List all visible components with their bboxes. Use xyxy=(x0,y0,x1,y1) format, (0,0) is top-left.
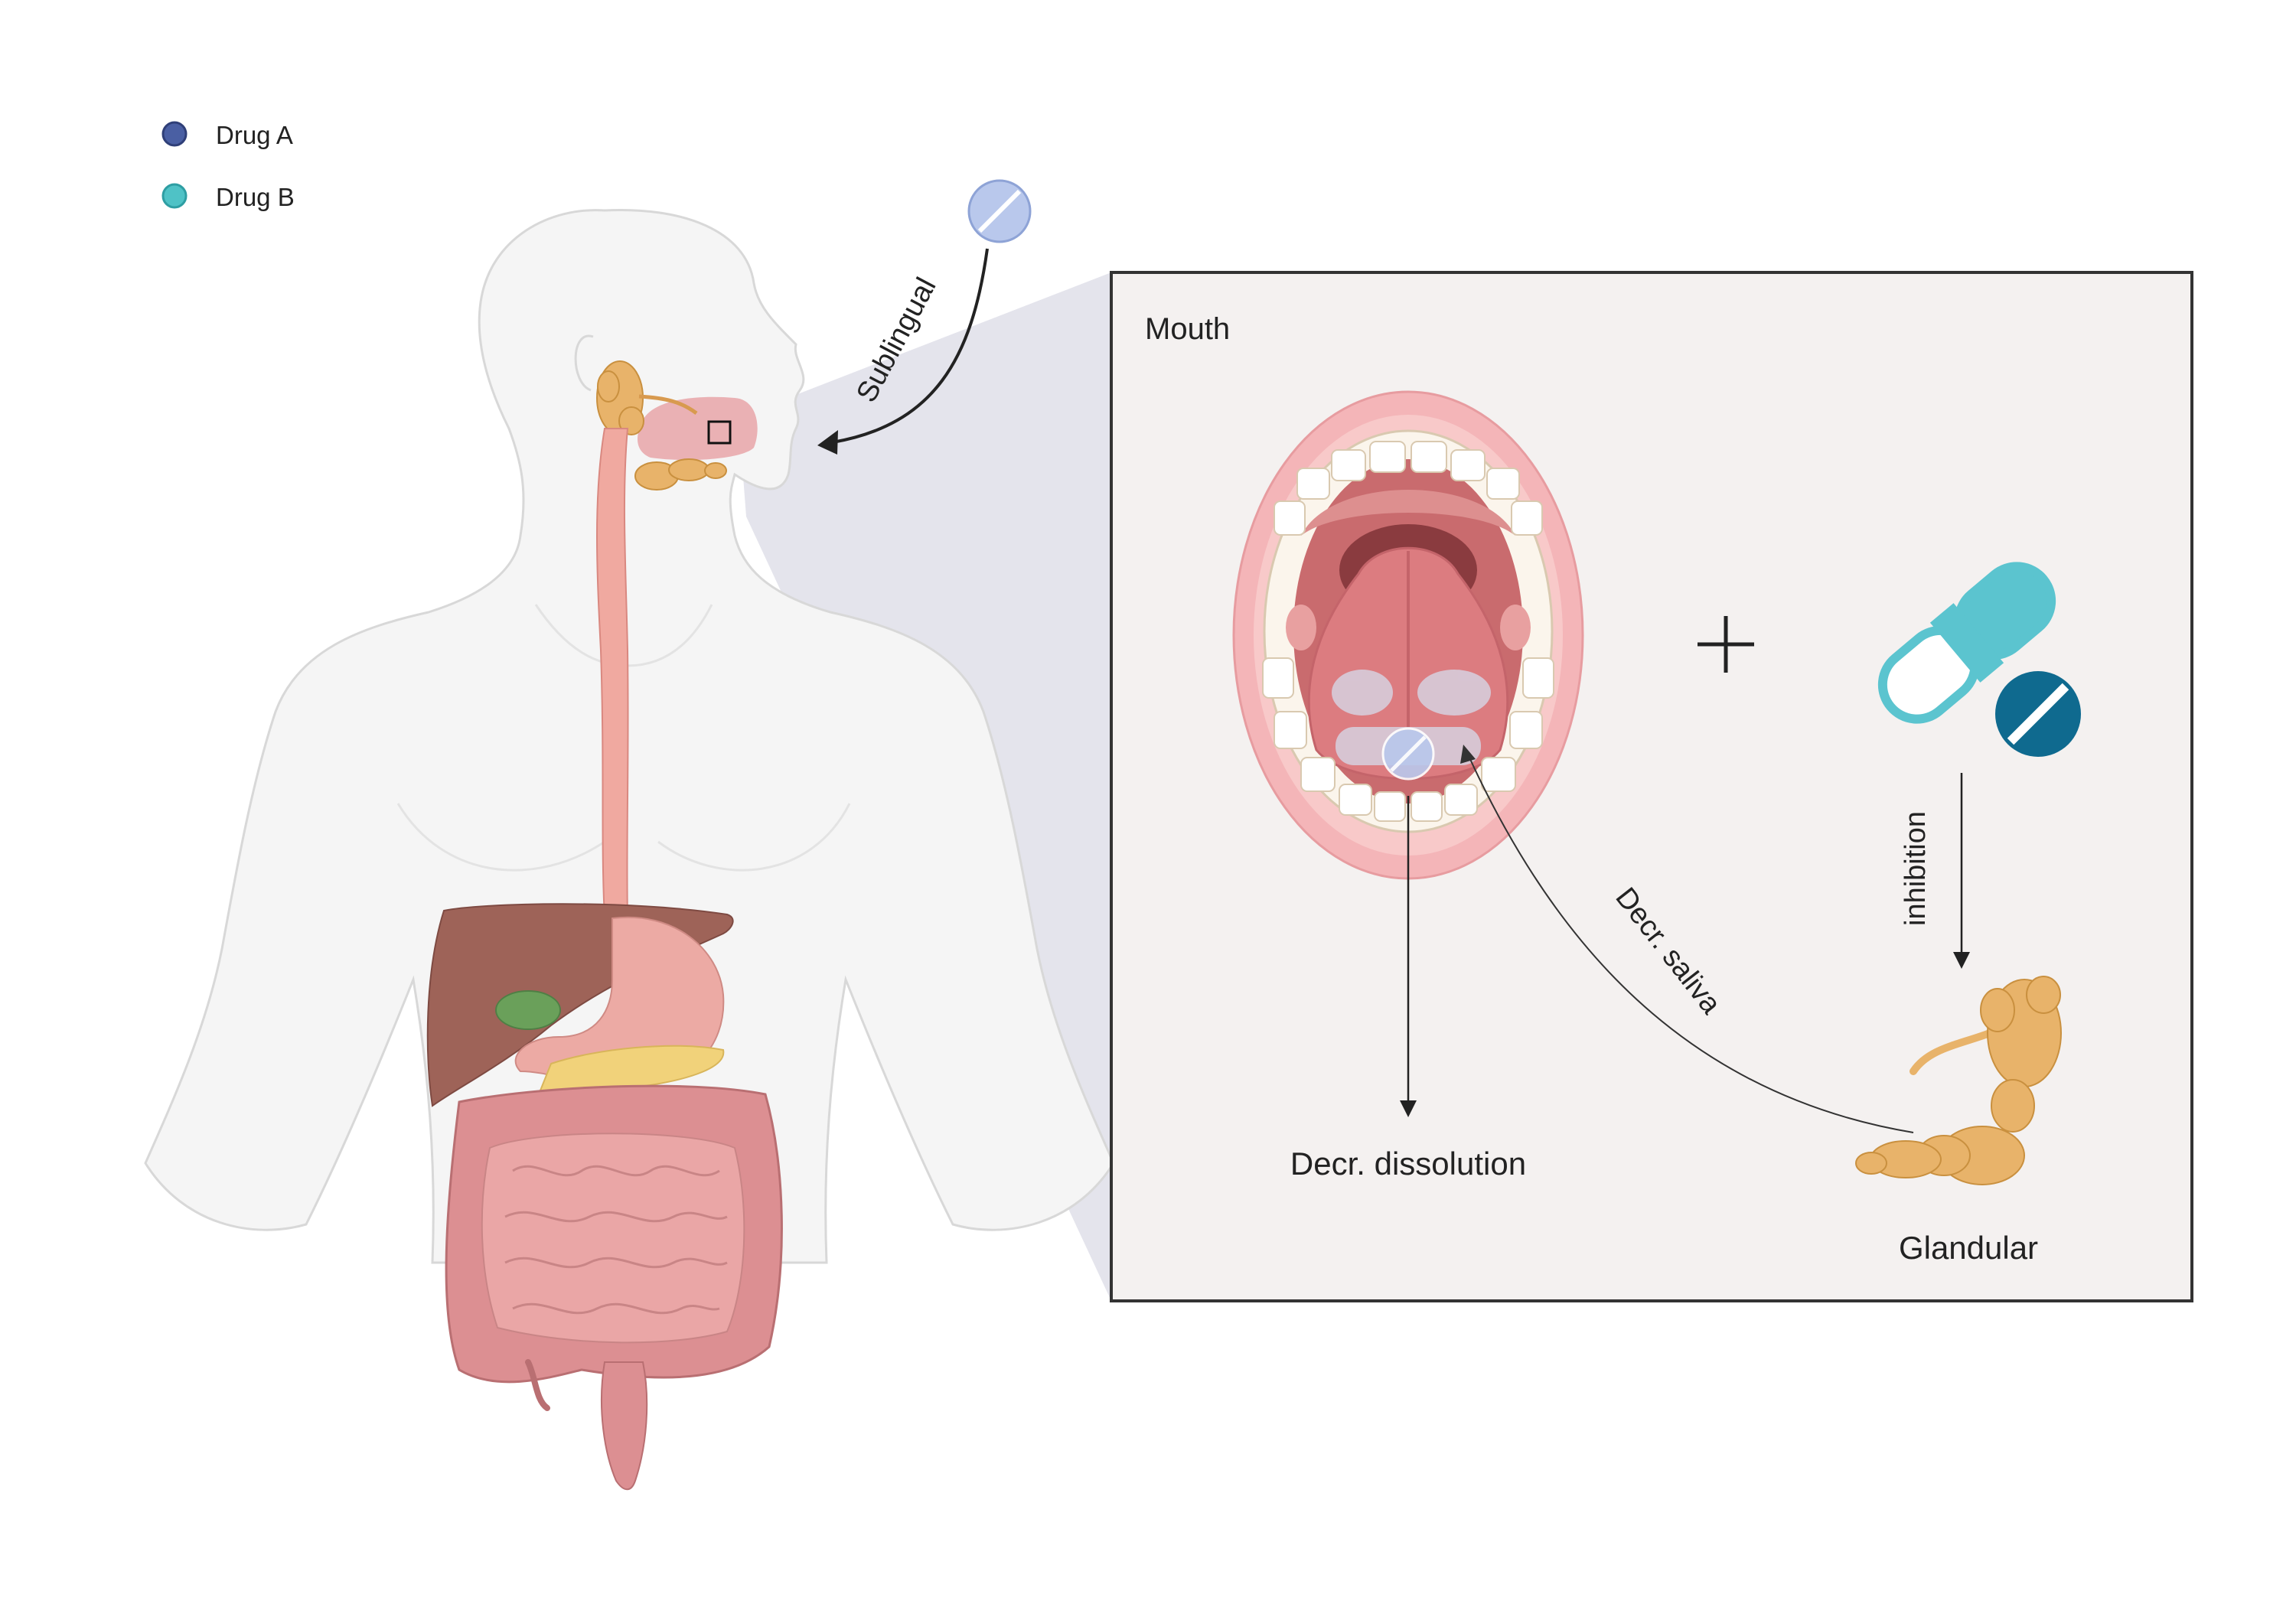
body-silhouette xyxy=(144,208,1115,1264)
mouth-panel: Mouth xyxy=(1110,271,2193,1302)
mouth-panel-title: Mouth xyxy=(1145,312,1230,346)
body-contour-lines xyxy=(396,604,851,872)
zoom-marker-square xyxy=(707,420,732,445)
dissolution-arrow-head-icon xyxy=(1400,1100,1417,1117)
gallbladder xyxy=(495,990,561,1030)
legend: Drug A Drug B xyxy=(161,121,295,211)
legend-label-drug-b: Drug B xyxy=(216,183,295,211)
small-intestine xyxy=(481,1133,745,1344)
teeth xyxy=(1262,441,1554,822)
oral-cavity xyxy=(638,396,758,461)
legend-item-drug-a: Drug A xyxy=(161,121,293,149)
gland-label: Glandular xyxy=(1899,1230,2038,1266)
palate xyxy=(1301,490,1515,536)
salivary-gland-icon xyxy=(1855,976,2062,1185)
ear xyxy=(574,334,594,392)
drug-b-tablet-score xyxy=(2007,683,2069,745)
tablet-score-line xyxy=(977,189,1022,233)
tonsil-right xyxy=(1500,605,1531,650)
dissolution-label: Decr. dissolution xyxy=(1290,1146,1526,1182)
rectum xyxy=(601,1361,648,1491)
tonsil-left xyxy=(1286,605,1316,650)
inhibition-arrow-head-icon xyxy=(1953,952,1970,969)
legend-item-drug-b: Drug B xyxy=(161,183,295,211)
plus-icon xyxy=(1698,616,1754,673)
legend-label-drug-a: Drug A xyxy=(216,121,293,149)
human-body-figure xyxy=(144,208,1115,1491)
drug-a-swatch-icon xyxy=(161,121,188,147)
saliva-arrow-head-icon xyxy=(1460,745,1476,764)
drug-b-capsule-icon xyxy=(1877,562,2056,724)
tablet-under-tongue-score xyxy=(1390,735,1427,772)
sublingual-arrow xyxy=(832,248,989,444)
saliva-arrow xyxy=(1469,757,1914,1133)
sublingual-arrow-head-icon xyxy=(817,430,838,455)
head-salivary-glands xyxy=(596,360,727,491)
small-intestine-folds xyxy=(504,1165,728,1315)
open-mouth-illustration xyxy=(1232,390,1584,880)
drug-b-swatch-icon xyxy=(161,183,188,209)
inhibition-label: inhibition xyxy=(1900,811,1932,926)
appendix xyxy=(525,1359,550,1411)
